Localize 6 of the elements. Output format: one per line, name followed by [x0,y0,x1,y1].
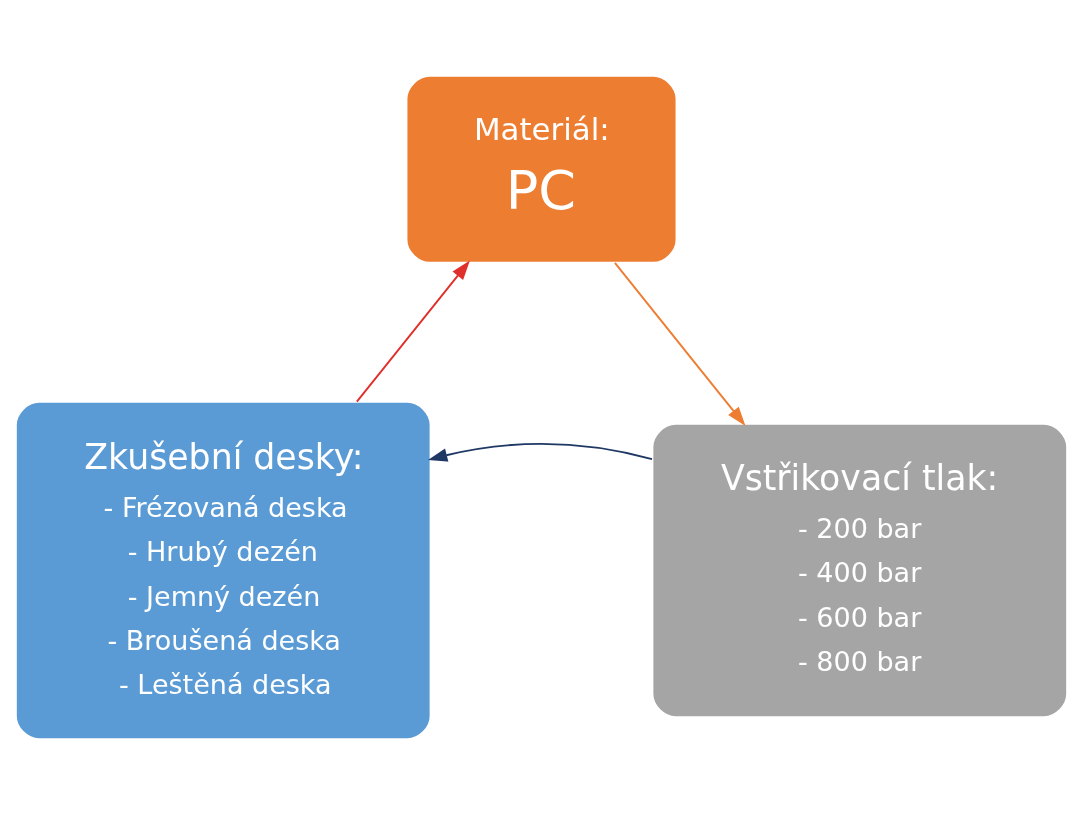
node-box: Zkušební desky: - Frézovaná deska - Hrubý dezén - Jemný dezén - Broušená deska - Leštěná deska [14,400,432,740]
arrow [355,260,470,403]
node-box: Vstřikovací tlak: - 200 bar - 400 bar - 600 bar - 800 bar [651,422,1069,718]
arrow [613,261,746,426]
arrow [428,442,653,462]
node-box: Materiál: PC [405,74,678,264]
